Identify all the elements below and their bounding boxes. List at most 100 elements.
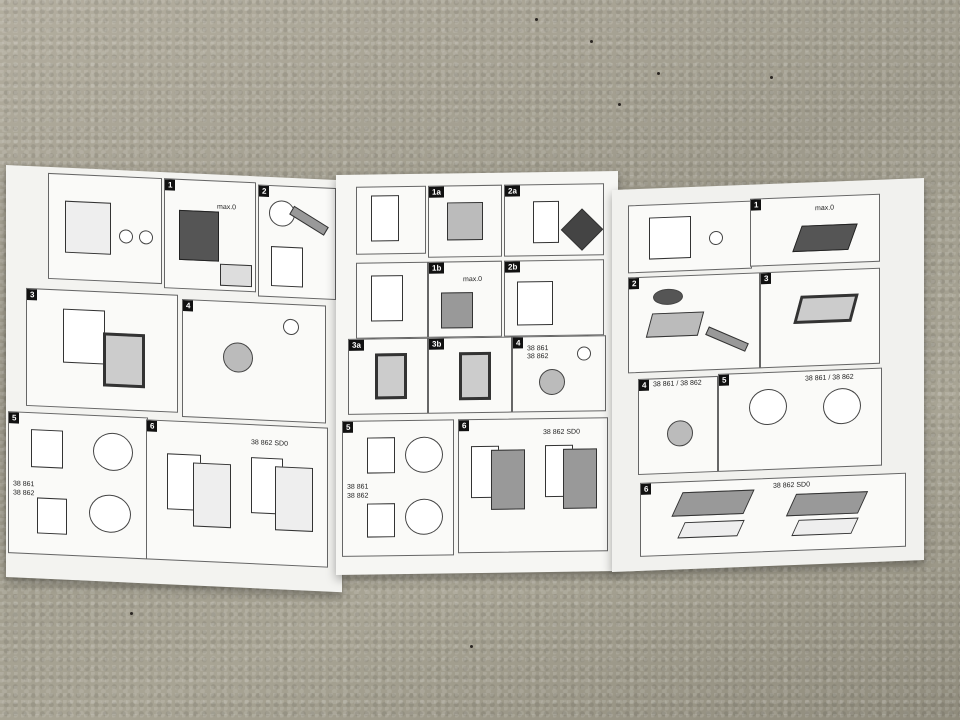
instruction-page-2: 1a 2a 1b max.0 2b 3a 3b 4 [336,171,618,575]
mount-frame-illustration [645,311,705,338]
step-4-panel: 4 [182,298,326,424]
step-1a-panel: 1a [428,184,502,258]
code-label: 38 861 / 38 862 [653,379,702,389]
step-number: 6 [459,420,470,432]
code-label: 38 862 [13,489,35,498]
step-6-panel: 6 38 862 SD0 [146,419,328,568]
frame-illustration [367,437,395,474]
code-label: 38 861 [347,483,369,491]
cistern-illustration [65,200,111,255]
step-2-panel: 2 [628,272,760,374]
box-illustration [792,223,858,253]
step-number: 3 [27,288,38,301]
valve-illustration [223,341,253,374]
mount-frame-illustration [677,519,745,539]
step-number: 6 [641,483,652,495]
code-label: 38 862 SD0 [251,439,288,448]
screwdriver-illustration [705,326,749,352]
step-number: 3b [429,338,445,350]
step-number: 1 [751,199,762,211]
step-4-panel: 4 38 861 38 862 [512,335,606,413]
box-illustration [441,292,473,329]
step-2b-panel: 2b [504,259,604,337]
plate-illustration [193,462,231,529]
frame-illustration [271,246,303,288]
step-number: 4 [183,300,194,312]
code-label: 38 862 [347,492,369,500]
step-2-panel: 2 [258,184,336,300]
step-1-panel: 1 max.0 [164,178,256,293]
step-number: 6 [147,420,158,432]
code-label: 38 861 [527,345,549,353]
step-number: 4 [513,337,524,349]
frame-illustration [371,275,403,322]
frame-illustration [37,497,67,535]
max-note: max.0 [815,204,835,213]
detail-circle [405,436,443,474]
mount-frame-illustration [459,351,491,401]
intro-panel [628,200,752,274]
button-illustration [119,229,133,244]
detail-illustration [220,263,252,288]
max-note: max.0 [463,275,483,284]
mount-frame-illustration [793,293,859,325]
plate-illustration [671,489,755,517]
valve-illustration [539,368,565,396]
step-number: 3 [761,272,772,285]
detail-circle [93,431,133,472]
plate-illustration [491,449,525,510]
step-number: 5 [719,374,730,386]
frame-illustration [533,200,559,244]
step-number: 4 [639,379,650,391]
frame-illustration [517,280,553,326]
step-3b-panel: 3b [428,336,512,414]
step-number: 5 [9,412,20,424]
detail-circle [823,387,861,425]
code-label: 38 861 [13,480,35,489]
code-label: 38 862 SD0 [773,481,810,490]
step-number: 3a [349,339,364,351]
frame-illustration [371,195,399,242]
step-5-panel: 5 38 861 / 38 862 [718,367,882,472]
button-illustration [709,230,723,246]
button-illustration [577,346,591,361]
plate-illustration [560,208,604,251]
mount-frame-illustration [375,353,407,400]
detail-circle [749,388,787,426]
plate-illustration [275,466,313,532]
wall-frame-illustration [63,308,105,365]
plate-illustration [563,448,597,509]
detail-circle [89,493,131,534]
button-illustration [283,318,299,336]
code-label: 38 861 / 38 862 [805,373,854,383]
mount-frame-illustration [103,332,145,389]
frame-illustration [367,503,395,538]
step-3a-panel: 3a [348,337,428,415]
code-label: 38 862 SD0 [543,428,580,437]
intro-panel [356,185,426,255]
step-number: 1 [165,179,176,191]
detail-circle [405,498,443,536]
intro-panel [48,172,162,285]
screwdriver-illustration [289,205,329,236]
step-1b-panel: 1b max.0 [428,260,502,338]
cistern-illustration [649,215,691,260]
mount-frame-illustration [791,517,859,537]
step-5-panel: 5 38 861 38 862 [8,411,148,560]
step-3-panel: 3 [760,267,880,369]
code-label: 38 862 [527,353,549,361]
step-6-panel: 6 38 862 SD0 [458,417,608,554]
intro-panel-2 [356,261,428,339]
step-2a-panel: 2a [504,183,604,257]
box-illustration [447,201,483,241]
button-illustration [139,230,153,245]
box-illustration [179,209,219,262]
step-number: 2 [259,185,270,197]
step-number: 1b [429,262,445,274]
step-number: 1a [429,186,444,198]
instruction-page-3: 1 max.0 2 3 4 38 861 / 38 862 5 38 861 /… [612,178,924,573]
step-number: 5 [343,421,354,433]
max-note: max.0 [217,203,237,212]
step-6-panel: 6 38 862 SD0 [640,472,906,557]
